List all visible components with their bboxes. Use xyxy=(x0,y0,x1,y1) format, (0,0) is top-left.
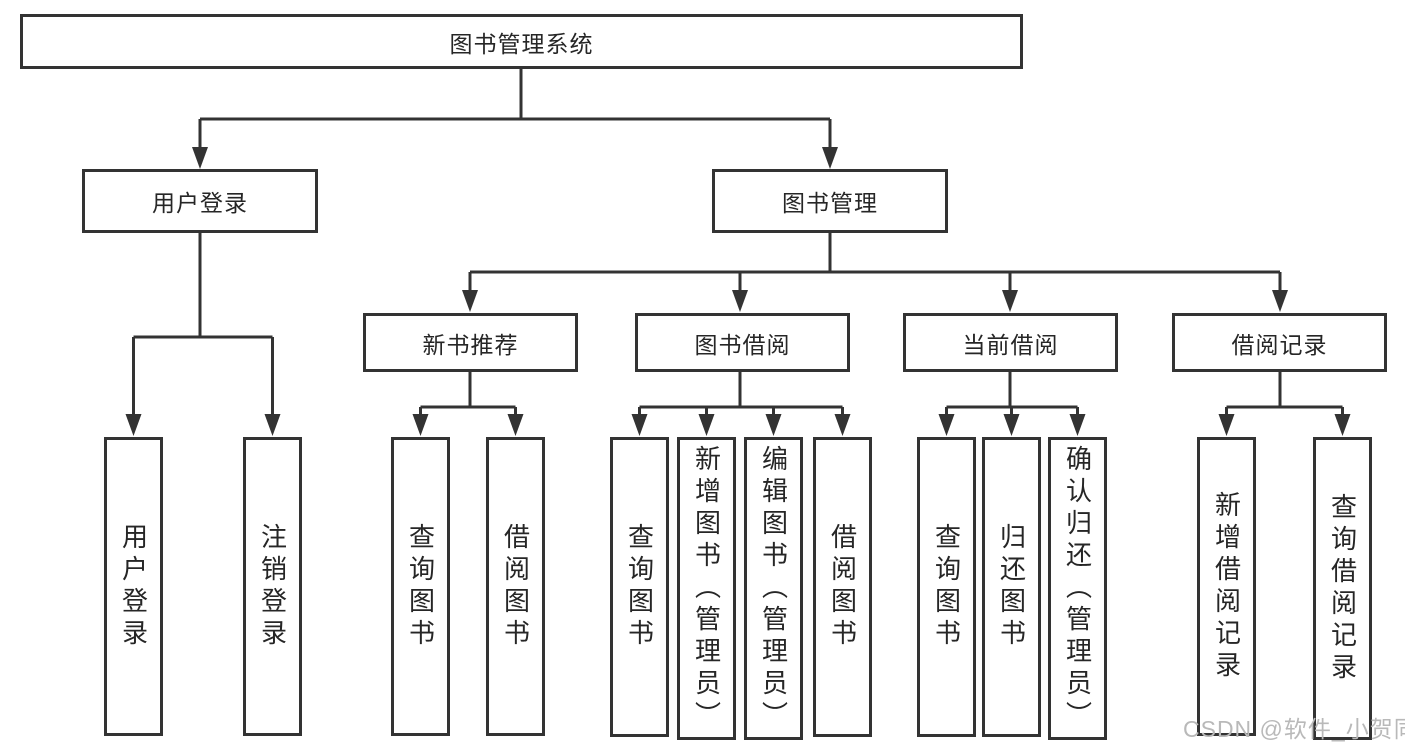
arrowhead xyxy=(192,147,208,169)
node-book-management: 图书管理 xyxy=(712,169,948,233)
node-leaf-query-borrow-record: 查询借阅记录 xyxy=(1313,437,1372,740)
node-current-borrow: 当前借阅 xyxy=(903,313,1118,372)
arrowhead xyxy=(1218,414,1235,436)
node-leaf-return-book: 归还图书 xyxy=(982,437,1041,737)
arrowhead xyxy=(1334,414,1351,436)
arrowhead xyxy=(822,147,838,169)
arrowhead xyxy=(462,290,478,312)
arrowhead xyxy=(1003,414,1020,436)
arrowhead xyxy=(1069,414,1086,436)
node-borrow-record: 借阅记录 xyxy=(1172,313,1387,372)
node-book-borrow: 图书借阅 xyxy=(635,313,850,372)
node-leaf-add-borrow-record: 新增借阅记录 xyxy=(1197,437,1256,736)
arrowhead xyxy=(412,414,429,436)
arrowhead xyxy=(1002,290,1018,312)
node-leaf-query-book-1: 查询图书 xyxy=(391,437,450,736)
node-leaf-borrow-book-1: 借阅图书 xyxy=(486,437,545,736)
node-leaf-query-book-2: 查询图书 xyxy=(610,437,669,737)
node-leaf-edit-book-admin: 编辑图书（管理员） xyxy=(744,437,803,740)
arrowhead xyxy=(264,414,281,436)
arrowhead xyxy=(507,414,524,436)
node-leaf-confirm-return-admin: 确认归还（管理员） xyxy=(1048,437,1107,740)
node-leaf-user-login: 用户登录 xyxy=(104,437,163,736)
node-root-system: 图书管理系统 xyxy=(20,14,1023,69)
connector-record-children xyxy=(1225,372,1344,422)
connector-borrow-children xyxy=(638,372,844,422)
connector-new-book-children xyxy=(419,372,517,422)
arrowhead xyxy=(1272,290,1288,312)
node-leaf-add-book-admin: 新增图书（管理员） xyxy=(677,437,736,740)
node-leaf-query-book-3: 查询图书 xyxy=(917,437,976,737)
connector-user-login-children xyxy=(132,233,274,422)
arrowhead xyxy=(698,414,715,436)
node-user-login: 用户登录 xyxy=(82,169,318,233)
csdn-watermark: CSDN @软件_小贺同学 xyxy=(1183,716,1405,742)
connector-root-to-level2 xyxy=(198,69,832,155)
arrowhead xyxy=(631,414,648,436)
node-leaf-logout: 注销登录 xyxy=(243,437,302,736)
node-new-book-recommend: 新书推荐 xyxy=(363,313,578,372)
node-leaf-borrow-book-2: 借阅图书 xyxy=(813,437,872,737)
arrowhead xyxy=(765,414,782,436)
arrowhead xyxy=(732,290,748,312)
arrowhead xyxy=(834,414,851,436)
arrowhead xyxy=(125,414,142,436)
connector-book-mgmt-children xyxy=(468,233,1282,298)
arrowhead xyxy=(938,414,955,436)
